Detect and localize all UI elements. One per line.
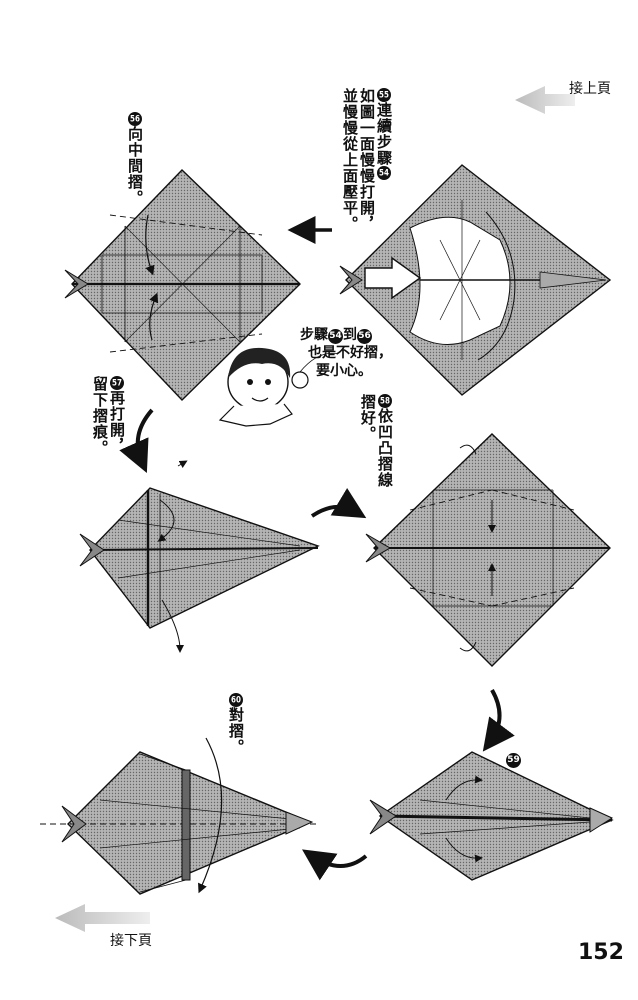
step-60-number: 60 [229, 693, 243, 707]
arrow-59-to-60 [302, 849, 368, 881]
step-58-line-2: 摺好。 [359, 394, 377, 442]
step-57-number: 57 [110, 376, 124, 390]
speech-step-from: 54 [328, 329, 343, 344]
diagram-step-56 [64, 169, 302, 401]
arrow-58-to-59 [482, 689, 515, 752]
step-55-number: 55 [377, 88, 391, 102]
diagram-step-58 [365, 433, 611, 667]
step-56-number: 56 [128, 112, 142, 126]
step-58-number: 58 [378, 394, 392, 408]
step-56-text: 向中間摺。 [126, 126, 144, 206]
step-55-line-3: 並慢慢從上面壓平。 [341, 88, 359, 232]
cartoon-character [218, 347, 339, 427]
diagram-step-57 [79, 460, 320, 653]
step-58-instruction: 58依凹凸摺線 摺好。 [359, 394, 394, 488]
arrow-56-to-57 [119, 408, 154, 473]
step-59-label: 59 [506, 750, 521, 768]
speech-line-3: 要小心。 [316, 363, 372, 379]
step-55-instruction: 55連續步驟54 如圖一面慢慢打開， 並慢慢從上面壓平。 [341, 88, 393, 258]
page-number: 152 [578, 940, 624, 965]
next-page-arrow[interactable] [55, 904, 150, 932]
diagram-step-59 [369, 751, 614, 881]
next-page-label[interactable]: 接下頁 [110, 933, 152, 949]
speech-step-to: 56 [357, 329, 372, 344]
speech-line-1: 步驟54到56 [300, 327, 372, 344]
step-55-line-1: 55連續步驟54 [375, 88, 393, 180]
step-55-line-2: 如圖一面慢慢打開， [358, 88, 376, 232]
step-60-text: 對摺。 [227, 707, 245, 755]
step-56-instruction: 56向中間摺。 [126, 112, 144, 206]
diagram-step-55 [339, 164, 612, 396]
step-58-line-1: 依凹凸摺線 [376, 408, 394, 488]
step-60-instruction: 60對摺。 [227, 693, 245, 755]
prev-page-label[interactable]: 接上頁 [569, 81, 611, 97]
prev-page-arrow[interactable] [515, 86, 575, 114]
speech-text: 步驟54到56 也是不好摺， 要小心。 [300, 326, 392, 380]
diagram-step-60 [40, 737, 320, 895]
step-59-number: 59 [506, 753, 521, 768]
arrow-57-to-58 [310, 487, 367, 519]
step-57-line-1: 再打開， [108, 390, 126, 454]
step-57-instruction: 57再打開， 留下摺痕。 [91, 376, 126, 456]
step-57-line-2: 留下摺痕。 [91, 376, 109, 456]
speech-line-2: 也是不好摺， [308, 345, 392, 361]
step-55-ref-number: 54 [377, 166, 391, 180]
